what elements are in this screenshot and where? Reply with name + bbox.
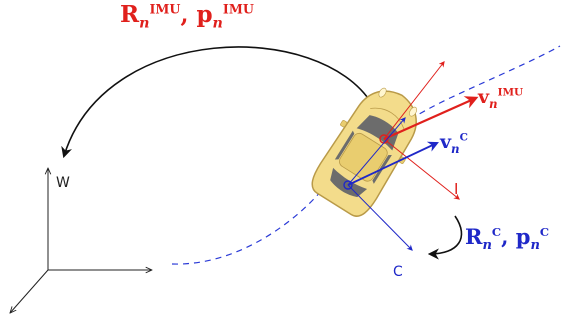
camera-separator: , [501, 224, 516, 249]
world-axis-label: W [56, 175, 70, 191]
camera-velocity-superscript: C [459, 131, 468, 144]
imu-axis-label: I [454, 180, 459, 198]
imu-velocity-subscript: n [489, 96, 498, 111]
imu-pose-label: RnIMU, pnIMU [120, 1, 254, 31]
car-icon [311, 87, 418, 217]
imu-rotation-subscript: n [139, 15, 150, 32]
camera-rotation-symbol: R [465, 224, 483, 249]
imu-velocity-superscript: IMU [497, 86, 524, 99]
camera-transform-arrow [427, 215, 463, 260]
camera-velocity-subscript: n [451, 141, 460, 156]
imu-rotation-superscript: IMU [149, 1, 181, 17]
imu-position-symbol: p [196, 1, 213, 28]
camera-velocity-symbol: v [440, 131, 452, 153]
imu-separator: , [180, 1, 197, 28]
imu-velocity-symbol: v [478, 86, 490, 108]
camera-position-subscript: n [530, 238, 540, 254]
camera-rotation-superscript: C [491, 225, 502, 239]
camera-frame [343, 117, 439, 251]
imu-velocity-label: vnIMU [478, 86, 524, 109]
camera-rotation-subscript: n [482, 238, 492, 254]
camera-velocity-label: vnC [440, 131, 468, 154]
imu-position-subscript: n [212, 15, 223, 32]
imu-to-world-arrow [61, 46, 373, 159]
camera-position-symbol: p [515, 224, 531, 249]
camera-pose-label: RnC, pnC [465, 224, 550, 252]
camera-position-superscript: C [539, 225, 550, 239]
imu-position-superscript: IMU [222, 1, 254, 17]
imu-rotation-symbol: R [120, 1, 140, 28]
world-frame-icon [10, 168, 152, 313]
camera-axis-label: C [393, 264, 403, 280]
